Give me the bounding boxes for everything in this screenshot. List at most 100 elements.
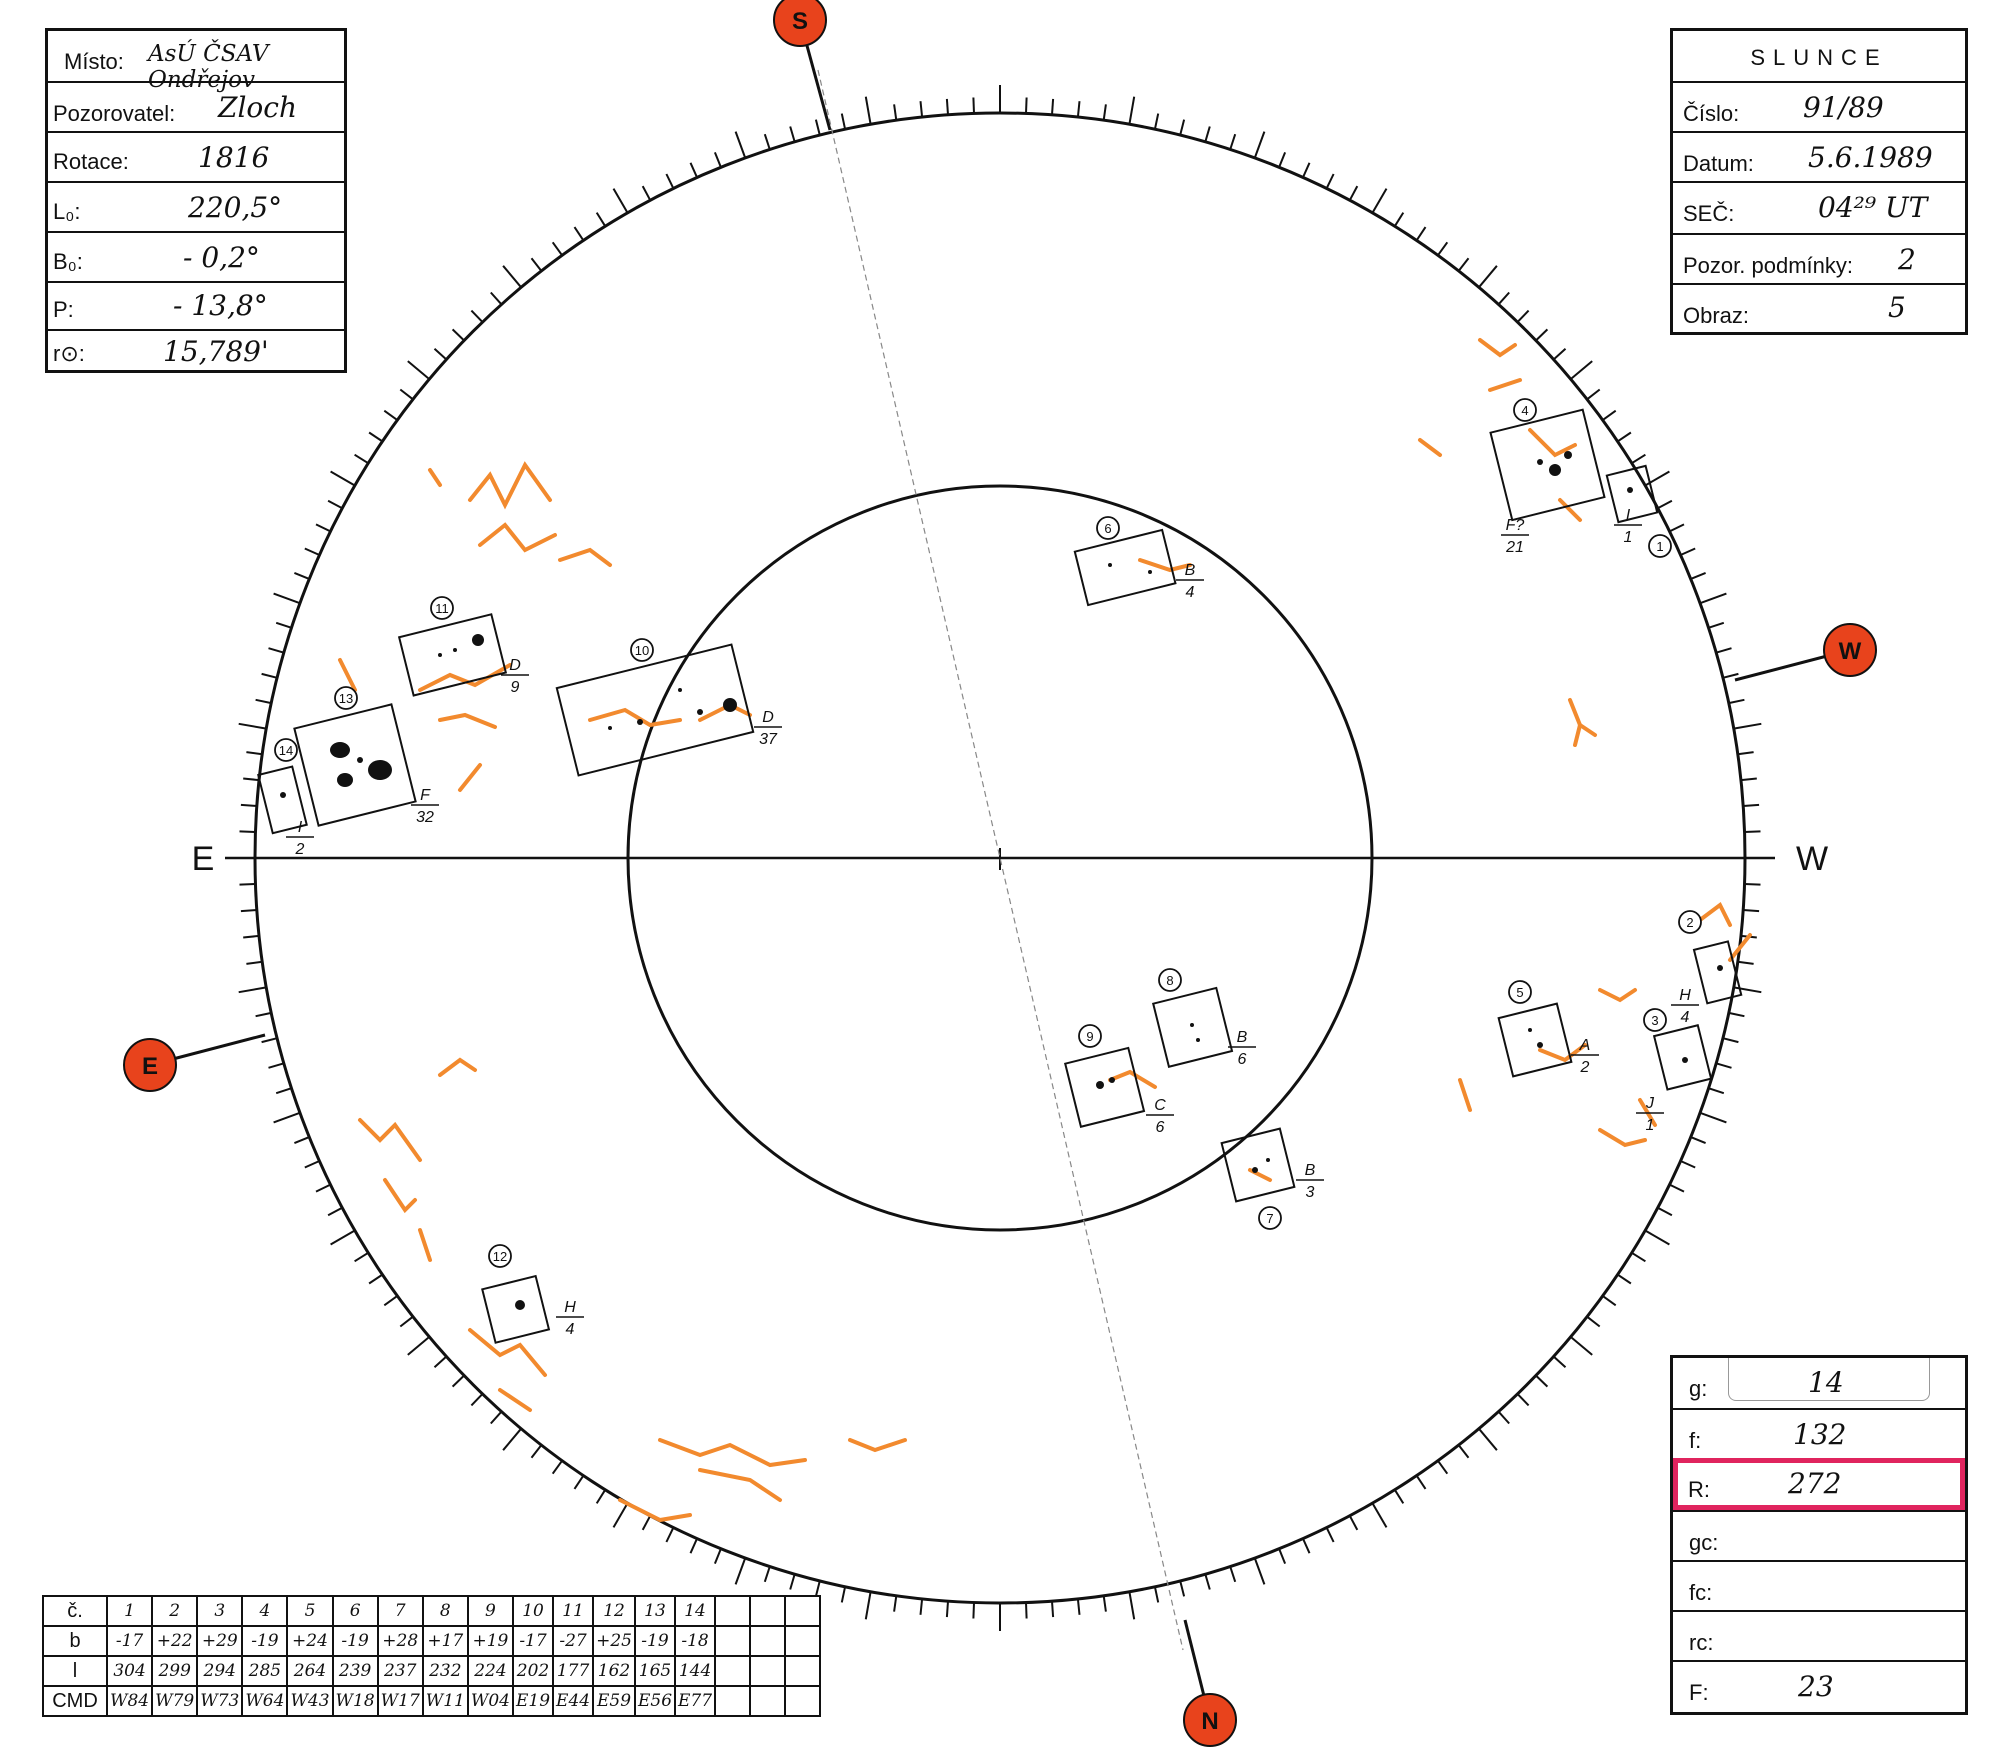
table-cell: W04 [466, 1685, 514, 1717]
scale-tick [1715, 647, 1732, 654]
group-box [293, 703, 417, 827]
table-cell: 12 [592, 1595, 636, 1627]
group-number: 8 [1166, 973, 1173, 988]
table-cell: W11 [421, 1685, 469, 1717]
group-number: 14 [279, 743, 293, 758]
l0-row: L₀: 220,5° [48, 181, 344, 231]
misto-label: Místo: [64, 49, 124, 74]
scale-tick [864, 1591, 872, 1620]
scale-tick [689, 162, 698, 178]
rotace-row: Rotace: 1816 [48, 131, 344, 181]
scale-tick [1415, 1475, 1427, 1490]
group-number-circle [430, 596, 454, 620]
scale-tick [1278, 1548, 1287, 1564]
scale-tick [407, 1336, 430, 1356]
table-cell: 177 [552, 1655, 595, 1687]
empty-cell [749, 1655, 787, 1687]
l0-label: L₀: [53, 199, 81, 224]
scale-tick [383, 409, 398, 421]
w-badge-label: W [1839, 638, 1862, 665]
table-cell: +19 [466, 1625, 514, 1657]
degree-scale [227, 85, 1773, 1631]
group-count: 3 [1306, 1184, 1315, 1201]
scale-tick [315, 523, 331, 533]
table-cell: 6 [331, 1595, 379, 1627]
table-cell: 9 [466, 1595, 514, 1627]
scale-tick [502, 265, 522, 288]
group-number: 13 [339, 691, 353, 706]
empty-cell [784, 1655, 822, 1687]
scale-tick [315, 1183, 331, 1193]
table-cell: 11 [552, 1595, 595, 1627]
group-number-circle [1158, 968, 1182, 992]
group-number-circle [1258, 1206, 1282, 1230]
table-cell: +22 [151, 1625, 199, 1657]
group-class: I [1626, 507, 1631, 524]
scale-tick [763, 133, 771, 150]
scale-tick [1437, 1460, 1449, 1475]
group-number-circle [1648, 534, 1672, 558]
empty-cell [784, 1595, 822, 1627]
group-number: 3 [1651, 1013, 1658, 1028]
group-number: 1 [1656, 539, 1663, 554]
group-class: F [420, 787, 431, 804]
scale-tick [261, 672, 278, 679]
fc-label: fc: [1689, 1580, 1713, 1605]
rc-row: rc: [1673, 1610, 1965, 1660]
group-class: A [1579, 1037, 1591, 1054]
table-cell: W73 [196, 1685, 244, 1717]
empty-cell [749, 1595, 787, 1627]
podminky-row: Pozor. podmínky: 2 [1673, 233, 1965, 283]
table-cell: 299 [151, 1655, 199, 1687]
scale-tick [1743, 909, 1760, 913]
group-number-circle [488, 1244, 512, 1268]
group-number-circle [1078, 1024, 1102, 1048]
group-box [1652, 1024, 1713, 1091]
scale-tick [1179, 1580, 1186, 1597]
scale-tick [1102, 104, 1107, 121]
scale-tick [354, 453, 369, 465]
group-box [1063, 1046, 1146, 1128]
group-class: I [298, 819, 303, 836]
scale-tick [255, 698, 272, 705]
scale-tick [275, 1087, 292, 1095]
scale-tick [893, 1595, 898, 1612]
table-cell: W64 [241, 1685, 289, 1717]
table-cell: 7 [376, 1595, 424, 1627]
group-number: 9 [1086, 1029, 1093, 1044]
scale-tick [1690, 571, 1706, 580]
l0-value: 220,5° [188, 191, 283, 224]
scale-tick [327, 1206, 343, 1217]
scale-tick [1728, 1011, 1745, 1018]
scale-tick [972, 97, 975, 114]
observation-info-panel: Místo: AsÚ ČSAV Ondřejov Pozorovatel: Zl… [45, 28, 347, 373]
scale-tick [612, 1502, 629, 1528]
group-box [1605, 464, 1659, 524]
table-cell: E19 [511, 1685, 555, 1717]
sec-value: 04²⁹ UT [1818, 191, 1928, 224]
table-cell: -18 [674, 1625, 717, 1657]
scale-tick [1516, 309, 1530, 323]
scale-tick [1722, 672, 1739, 679]
w-badge [1823, 623, 1877, 677]
group-box [1489, 408, 1606, 522]
scale-tick [1657, 1206, 1673, 1217]
scale-tick [433, 348, 448, 361]
scale-tick [243, 934, 260, 939]
scale-tick [1644, 1229, 1670, 1246]
group-box [1692, 940, 1743, 1005]
scale-tick [789, 1573, 796, 1590]
scale-tick [945, 1601, 949, 1618]
b0-row: B₀: - 0,2° [48, 231, 344, 281]
group-count: 1 [1646, 1117, 1655, 1134]
scale-tick [1253, 1557, 1266, 1585]
F-row: F: 23 [1673, 1660, 1965, 1715]
scale-tick [1278, 152, 1287, 168]
scale-tick [383, 1295, 398, 1307]
g-row: g: 14 [1673, 1358, 1965, 1408]
group-number: 7 [1266, 1211, 1273, 1226]
gc-label: gc: [1689, 1530, 1719, 1555]
datum-label: Datum: [1683, 151, 1754, 176]
p-label: P: [53, 297, 74, 322]
group-count: 2 [1580, 1059, 1590, 1076]
